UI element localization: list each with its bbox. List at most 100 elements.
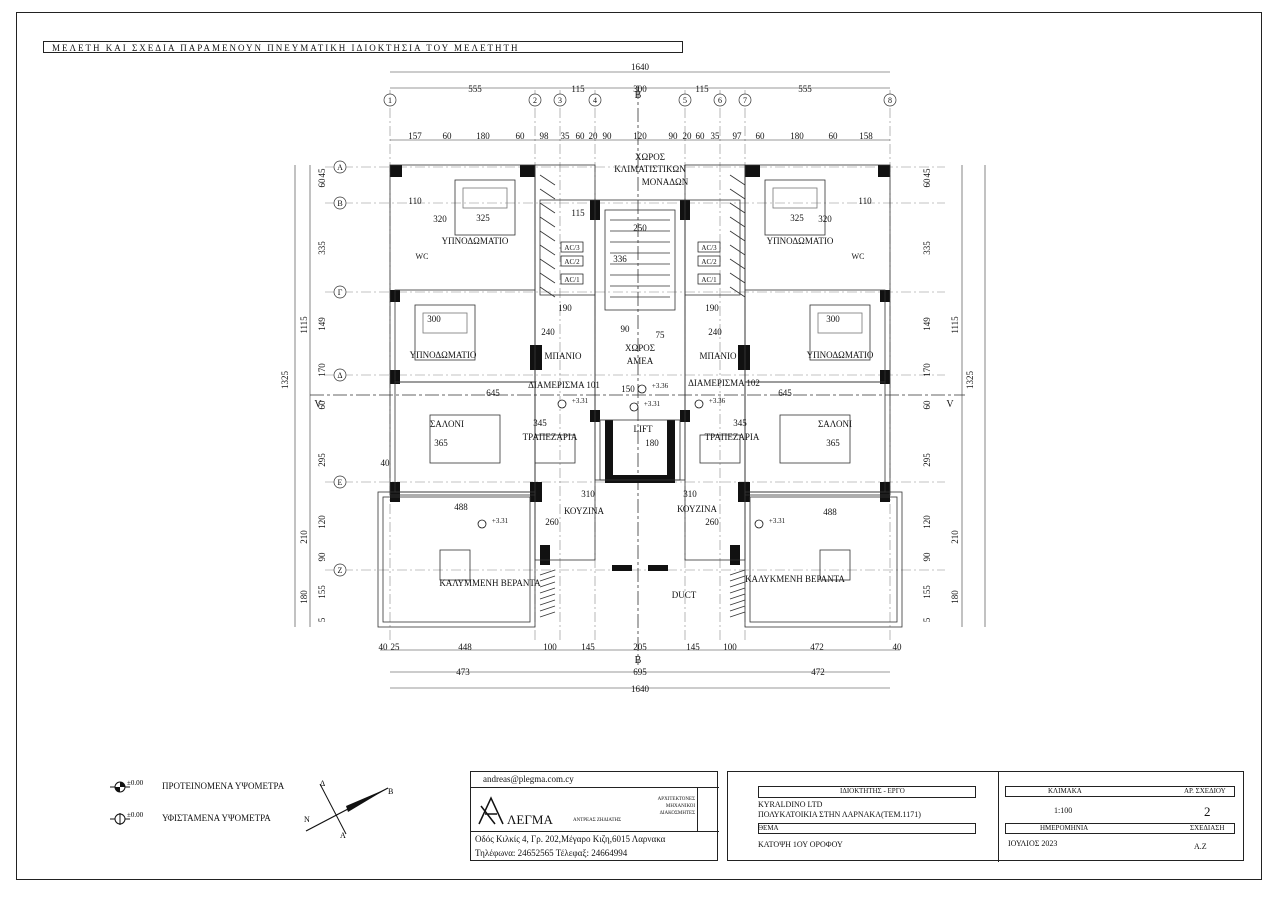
- level-marker-icon: [557, 399, 567, 409]
- dim-left-inner-label: 155: [317, 585, 327, 599]
- room-dining-left: ΤΡΑΠΕΖΑΡΙΑ: [523, 432, 578, 442]
- owner-label: ΙΔΙΟΚΤΗΤΗΣ - ΕΡΓΟ: [840, 787, 905, 795]
- dim-bottom1-label: 40: [379, 642, 389, 652]
- dim-top-label: 555: [468, 84, 482, 94]
- level-marker-icon: [694, 399, 704, 409]
- stair-tread: [539, 593, 556, 600]
- stair-tread: [539, 216, 556, 228]
- pillow: [462, 187, 508, 209]
- room-dim-label: 90: [621, 324, 631, 334]
- level-marker-icon: [637, 384, 647, 394]
- room-amea-1: ΧΩΡΟΣ: [625, 343, 655, 353]
- dim-second-label: 60: [443, 131, 453, 141]
- dim-left-inner-label: 335: [317, 241, 327, 255]
- dim-second-label: 20: [589, 131, 599, 141]
- ac-box: [560, 273, 584, 285]
- svg-text:B: B: [388, 787, 393, 796]
- room-dim-label: 310: [683, 489, 697, 499]
- row-bubble: [333, 160, 347, 174]
- office-phone: Τηλέφωνα: 24652565 Τέλεφαξ: 24664994: [475, 848, 628, 858]
- wall-outline: [394, 289, 536, 383]
- room-wc-right: WC: [852, 252, 865, 261]
- dim-left-inner-label: 120: [317, 515, 327, 529]
- date-label: ΗΜΕΡΟΜΗΝΙΑ: [1040, 824, 1089, 832]
- drawing-no-value: 2: [1204, 804, 1211, 819]
- row-bubble: [333, 475, 347, 489]
- wall-outline: [684, 199, 741, 296]
- veranda-inner-right: [749, 496, 898, 623]
- column-bubble-label: 6: [718, 96, 722, 105]
- room-dim-label: 180: [645, 438, 659, 448]
- svg-text:Δ: Δ: [320, 779, 325, 788]
- dim-second-label: 60: [756, 131, 766, 141]
- column-bubble-label: 2: [533, 96, 537, 105]
- room-dim-label: 345: [533, 418, 547, 428]
- drawn-value: Α.Ζ: [1194, 842, 1207, 851]
- sofa: [779, 414, 851, 464]
- structural-column: [520, 165, 535, 177]
- dim-second-label: 158: [859, 131, 873, 141]
- room-apt-101: ΔΙΑΜΕΡΙΣΜΑ 101: [528, 380, 600, 390]
- stair-tread: [539, 188, 556, 200]
- structural-column: [612, 565, 632, 571]
- wall-outline: [744, 381, 886, 493]
- date-value: ΙΟΥΛΙΟΣ 2023: [1008, 839, 1058, 848]
- dim-left-inner-label: 60: [317, 400, 327, 410]
- dim-second-label: 97: [733, 131, 743, 141]
- dim-second-label: 90: [669, 131, 679, 141]
- dining-table: [534, 434, 576, 464]
- dim-right-inner-label: 120: [922, 515, 932, 529]
- bed: [764, 179, 826, 236]
- stair-tread: [539, 244, 556, 256]
- dim-second-label: 90: [603, 131, 613, 141]
- dimension-lines: [294, 71, 986, 689]
- room-veranda-left: ΚΑΛΥΜΜΕΝΗ ΒΕΡΑΝΤΑ: [439, 578, 541, 588]
- stair-tread: [729, 569, 746, 576]
- dim-right-inner-label: 335: [922, 241, 932, 255]
- structural-column: [738, 345, 750, 370]
- column-bubble: [678, 93, 692, 107]
- dim-bottom1-label: 100: [723, 642, 737, 652]
- column-bubble: [588, 93, 602, 107]
- office-person: ΑΝΤΡΕΑΣ ΖΗΔΙΑΤΗΣ: [573, 818, 622, 823]
- column-bubble-label: 8: [888, 96, 892, 105]
- room-dim-label: 320: [818, 214, 832, 224]
- north-arrow-icon: Δ B N A: [304, 779, 393, 840]
- dim-right-mid-label: 1115: [950, 316, 960, 334]
- dim-right-outer-label: 1325: [965, 371, 975, 390]
- stair-tread: [539, 569, 556, 576]
- row-bubble: [333, 563, 347, 577]
- section-v-right: V: [946, 399, 954, 410]
- stair-tread: [539, 605, 556, 612]
- dim-right-inner-label: 149: [922, 317, 932, 331]
- room-dim-label: 40: [381, 458, 391, 468]
- dim-left-outer-label: 1325: [280, 371, 290, 390]
- room-dim-label: 325: [790, 213, 804, 223]
- dim-bottom2-label: 472: [811, 667, 825, 677]
- room-dim-label: 250: [633, 223, 647, 233]
- office-address: Οδός Κιλκίς 4, Γρ. 202,Μέγαρο Κιζη,6015 …: [475, 834, 666, 844]
- room-dim-label: 110: [858, 196, 872, 206]
- room-dim-label: 325: [476, 213, 490, 223]
- dim-second-label: 120: [633, 131, 647, 141]
- svg-text:N: N: [304, 815, 310, 824]
- legend-existing: ±0.00 ΥΦΙΣΤΑΜΕΝΑ ΥΨΟΜΕΤΡΑ: [110, 810, 271, 826]
- dim-left-inner-label: 295: [317, 453, 327, 467]
- level-marker-icon: [629, 402, 639, 412]
- level-label: +3.31: [644, 400, 661, 408]
- dim-left-inner-label: 45: [317, 168, 327, 178]
- row-bubble-label: Α: [337, 163, 343, 172]
- dim-right-inner-label: 155: [922, 585, 932, 599]
- room-dim-label: 75: [656, 330, 666, 340]
- row-bubble-label: Ε: [338, 478, 343, 487]
- dim-bottom1-label: 100: [543, 642, 557, 652]
- dim-left-mid-label: 180: [299, 590, 309, 604]
- stair-tread: [539, 230, 556, 242]
- dim-right-inner-label: 60: [922, 400, 932, 410]
- ac-box: [560, 241, 584, 253]
- bed: [809, 304, 871, 361]
- structural-column: [530, 482, 542, 502]
- stair-tread: [729, 202, 746, 214]
